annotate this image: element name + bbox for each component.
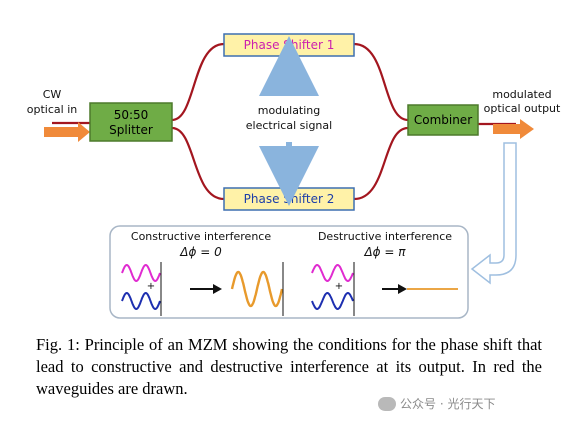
- constructive-wave-2: [121, 291, 161, 311]
- watermark-text: 公众号 · 光行天下: [400, 397, 496, 411]
- constructive-phase: Δϕ = 0: [179, 245, 222, 259]
- lower-arm-in: [171, 126, 225, 201]
- figure-caption: Fig. 1: Principle of an MZM showing the …: [36, 335, 542, 398]
- constructive-result-wave: [230, 270, 284, 308]
- input-label-line1: CW: [43, 88, 62, 101]
- lower-arm-out: [353, 126, 409, 201]
- combiner-label: Combiner: [414, 113, 472, 127]
- input-label-line2: optical in: [27, 103, 77, 116]
- inset-callout-arrow: [470, 142, 517, 285]
- splitter-label-line1: 50:50: [114, 108, 149, 122]
- destructive-title: Destructive interference: [318, 230, 452, 243]
- constructive-title: Constructive interference: [131, 230, 271, 243]
- destructive-wave-2: [311, 291, 354, 311]
- splitter-box: [89, 102, 173, 142]
- upper-arm-in: [171, 42, 225, 122]
- combiner-box: [407, 104, 479, 136]
- input-light-arrow: [44, 122, 90, 142]
- destructive-result-arrowhead: [398, 284, 407, 294]
- phase-shifter-1-label: Phase Shifter 1: [244, 38, 335, 52]
- output-label-line1: modulated: [492, 88, 551, 101]
- destructive-wave-1: [311, 263, 354, 283]
- watermark: 公众号 · 光行天下: [378, 395, 495, 412]
- wechat-icon: [378, 396, 396, 411]
- constructive-result-arrowhead: [213, 284, 222, 294]
- modulating-label-line1: modulating: [258, 104, 321, 117]
- phase-shifter-2-label: Phase Shifter 2: [244, 192, 335, 206]
- constructive-plus: +: [147, 281, 155, 292]
- splitter-label-line2: Splitter: [109, 123, 153, 137]
- constructive-wave-1: [121, 263, 161, 283]
- destructive-plus: +: [335, 281, 343, 292]
- modulating-label-line2: electrical signal: [246, 119, 332, 132]
- output-light-arrow: [493, 119, 534, 139]
- output-label-line2: optical output: [484, 102, 561, 115]
- upper-arm-out: [353, 42, 409, 122]
- mzm-diagram: CW optical in 50:50 Splitter Phase Shift…: [27, 33, 561, 319]
- interference-inset: [109, 225, 469, 319]
- destructive-phase: Δϕ = π: [363, 245, 406, 259]
